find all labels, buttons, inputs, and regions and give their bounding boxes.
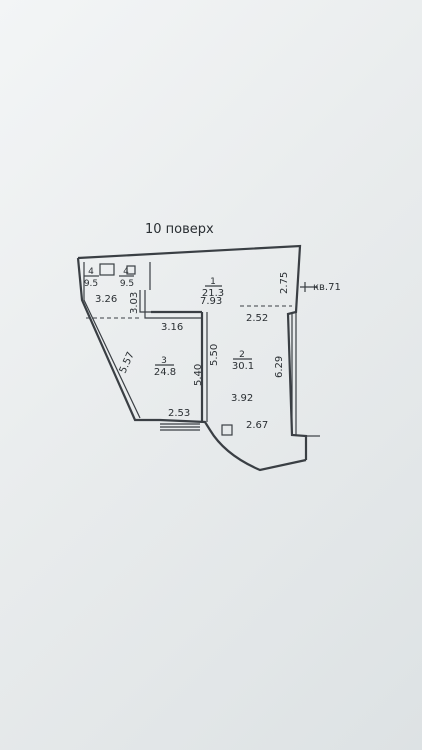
room-area: 9.5 [120,279,134,289]
interior-walls [99,262,233,436]
room-area: 24.8 [154,367,176,378]
room-3: 3 24.8 [154,356,176,378]
dim-5-40: 5.40 [193,364,204,386]
outer-walls [76,244,320,472]
apartment-tag: кв.71 [300,282,341,293]
room-number: 3 [161,356,167,366]
apartment-label: кв.71 [313,282,341,293]
dim-6-29: 6.29 [274,356,285,378]
room-2: 2 30.1 [232,350,254,372]
dim-2-53: 2.53 [168,408,190,419]
dim-3-26: 3.26 [95,294,117,305]
room-area: 9.5 [84,279,98,289]
dim-2-75: 2.75 [279,272,290,294]
dim-3-16: 3.16 [161,322,183,333]
room-area: 30.1 [232,361,254,372]
room-1: 1 21.3 [202,277,224,299]
room-number: 2 [239,350,245,360]
dim-3-92: 3.92 [231,393,253,404]
dim-3-03: 3.03 [129,292,140,314]
zone-lines [86,305,292,319]
balcony-hatch [160,423,200,431]
dim-7-93: 7.93 [200,296,222,307]
floor-label: 10 поверх [145,222,214,237]
dimension-labels: 2.75 7.93 2.52 3.26 3.03 3.16 5.57 5.40 … [95,272,290,431]
room-number: 1 [210,277,216,287]
room-number: 4 [123,267,129,277]
dim-5-57: 5.57 [118,350,137,375]
room-number: 4 [88,267,94,277]
dim-2-67: 2.67 [246,420,268,431]
room-area: 21.3 [202,288,224,299]
dim-2-52: 2.52 [246,313,268,324]
room-4b: 4 9.5 [119,267,134,289]
room-4a: 4 9.5 [84,267,99,289]
dim-5-50: 5.50 [209,344,220,366]
